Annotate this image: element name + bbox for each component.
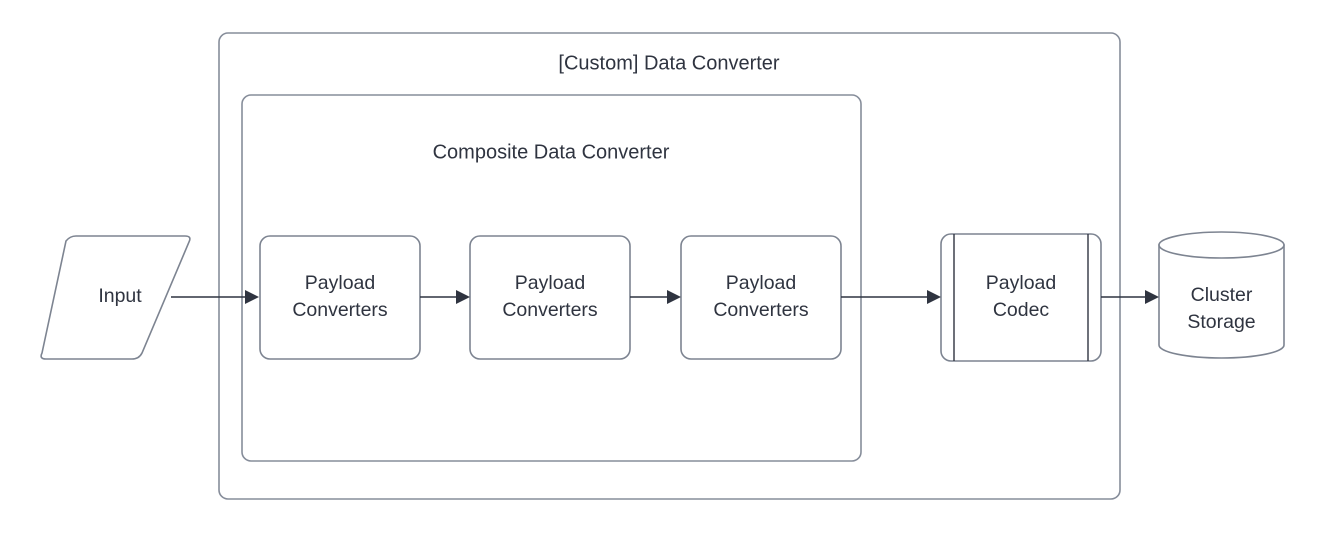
node-payload-converters-2-label-line-1: Payload: [515, 272, 585, 294]
edge-payload-converters-3-to-payload-codec[interactable]: [841, 290, 941, 304]
edge-pc1-to-pc2-arrowhead: [456, 290, 470, 304]
cluster-storage-body: [1158, 244, 1285, 359]
payload-codec-shape: [940, 233, 1102, 362]
group-custom-data-converter-outline: [218, 32, 1121, 500]
group-custom-data-converter[interactable]: [Custom] Data Converter: [218, 32, 1121, 500]
node-input[interactable]: Input: [40, 235, 191, 360]
edge-input-to-payload-converters-1[interactable]: [171, 290, 259, 304]
edge-pc3-to-codec-arrowhead: [927, 290, 941, 304]
node-input-label: Input: [98, 285, 142, 307]
node-cluster-storage[interactable]: Cluster Storage: [1158, 231, 1285, 359]
edge-codec-to-storage-arrowhead: [1145, 290, 1159, 304]
payload-converters-3-shape: [680, 235, 842, 360]
node-payload-converters-1-label-line-2: Converters: [292, 299, 388, 321]
group-custom-data-converter-label: [Custom] Data Converter: [558, 52, 780, 74]
node-payload-codec-label-line-1: Payload: [986, 272, 1056, 294]
cluster-storage-top-ellipse: [1158, 231, 1285, 259]
edge-payload-codec-to-cluster-storage[interactable]: [1101, 290, 1159, 304]
node-payload-converters-3-label-line-2: Converters: [713, 299, 809, 321]
payload-converters-2-shape: [469, 235, 631, 360]
group-composite-data-converter-label: Composite Data Converter: [433, 141, 670, 163]
edge-pc2-to-pc3-arrowhead: [667, 290, 681, 304]
input-parallelogram-shape: [40, 235, 191, 360]
edge-payload-converters-1-to-2[interactable]: [420, 290, 470, 304]
node-payload-converters-2[interactable]: Payload Converters: [469, 235, 631, 360]
payload-converters-1-shape: [259, 235, 421, 360]
node-payload-converters-1-label-line-1: Payload: [305, 272, 375, 294]
node-payload-converters-3-label-line-1: Payload: [726, 272, 796, 294]
node-payload-converters-3[interactable]: Payload Converters: [680, 235, 842, 360]
node-payload-converters-2-label-line-2: Converters: [502, 299, 598, 321]
node-payload-codec[interactable]: Payload Codec: [940, 233, 1102, 362]
group-composite-data-converter-outline: [241, 94, 862, 462]
node-cluster-storage-label-line-2: Storage: [1187, 311, 1255, 333]
edge-input-to-pc1-arrowhead: [245, 290, 259, 304]
node-payload-codec-label-line-2: Codec: [993, 299, 1050, 321]
node-payload-converters-1[interactable]: Payload Converters: [259, 235, 421, 360]
group-composite-data-converter[interactable]: Composite Data Converter: [241, 94, 862, 462]
node-cluster-storage-label-line-1: Cluster: [1191, 284, 1253, 306]
edge-payload-converters-2-to-3[interactable]: [630, 290, 681, 304]
